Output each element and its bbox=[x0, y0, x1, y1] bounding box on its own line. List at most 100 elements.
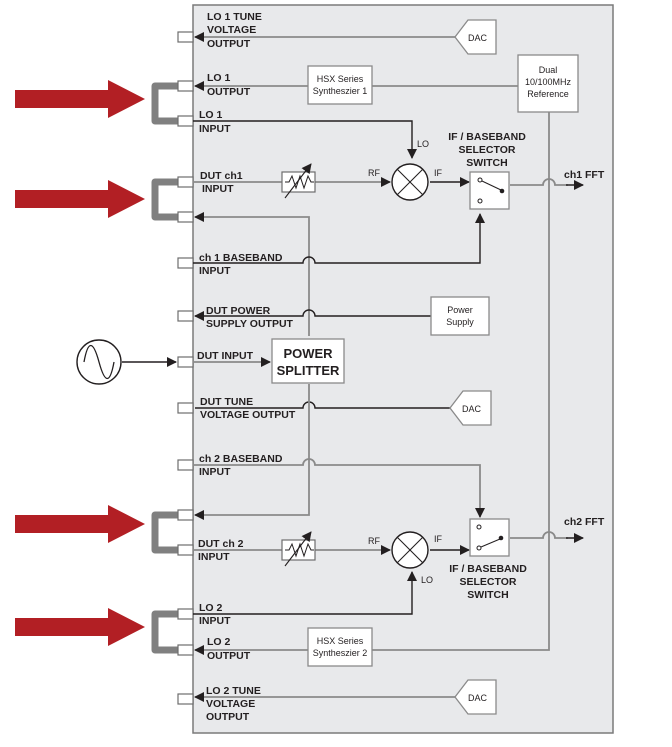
mixer2-if-label: IF bbox=[434, 534, 443, 544]
red-arrow-icon bbox=[15, 180, 145, 218]
svg-text:OUTPUT: OUTPUT bbox=[207, 650, 251, 662]
switch1-label: IF / BASEBAND SELECTOR SWITCH bbox=[448, 131, 526, 169]
loopback-cable-ch2[interactable] bbox=[151, 511, 178, 554]
port-lo2-input[interactable] bbox=[177, 608, 194, 620]
port-dut-input[interactable] bbox=[177, 356, 194, 368]
svg-text:LO 1: LO 1 bbox=[207, 72, 230, 84]
svg-text:INPUT: INPUT bbox=[199, 265, 231, 277]
synth1-line2: Syntheszier 1 bbox=[313, 86, 368, 96]
port-lo1-input[interactable] bbox=[177, 115, 194, 127]
svg-text:VOLTAGE OUTPUT: VOLTAGE OUTPUT bbox=[200, 409, 296, 421]
port-splitter-out2[interactable] bbox=[177, 509, 194, 521]
wires bbox=[122, 32, 584, 702]
callout-arrows bbox=[15, 80, 145, 646]
splitter-line1: POWER bbox=[283, 346, 333, 361]
red-arrow-icon bbox=[15, 608, 145, 646]
reference-block: Dual 10/100MHz Reference bbox=[517, 54, 579, 113]
svg-text:IF / BASEBAND: IF / BASEBAND bbox=[448, 131, 526, 143]
power-supply-line1: Power bbox=[447, 305, 473, 315]
reference-line2: 10/100MHz bbox=[525, 77, 572, 87]
red-arrow-icon bbox=[15, 80, 145, 118]
svg-text:INPUT: INPUT bbox=[202, 183, 234, 195]
mixer1-lo-label: LO bbox=[417, 139, 429, 149]
ch1-fft-output: ch1 FFT bbox=[564, 169, 605, 181]
svg-text:LO 2: LO 2 bbox=[199, 602, 222, 614]
port-splitter-out1[interactable] bbox=[177, 211, 194, 223]
switch2-label: IF / BASEBAND SELECTOR SWITCH bbox=[449, 563, 527, 601]
ports bbox=[177, 31, 194, 705]
spdt-switch-icon[interactable] bbox=[469, 171, 510, 210]
synthesizer-1: HSX Series Syntheszier 1 bbox=[307, 65, 373, 105]
loopback-cable-ch1[interactable] bbox=[151, 178, 178, 221]
synthesizer-2: HSX Series Syntheszier 2 bbox=[307, 627, 373, 667]
svg-text:DUT ch1: DUT ch1 bbox=[200, 170, 243, 182]
dac-lo1: DAC bbox=[454, 19, 497, 55]
reference-line3: Reference bbox=[527, 89, 569, 99]
synth1-line1: HSX Series bbox=[317, 74, 364, 84]
spdt-switch-icon[interactable] bbox=[469, 518, 510, 557]
svg-text:LO 2: LO 2 bbox=[207, 636, 230, 648]
svg-text:SELECTOR: SELECTOR bbox=[459, 144, 516, 156]
dac-label: DAC bbox=[462, 404, 482, 414]
power-supply-line2: Supply bbox=[446, 317, 474, 327]
mixer-icon bbox=[391, 531, 429, 569]
reference-line1: Dual bbox=[539, 65, 558, 75]
port-dut-ch2-input[interactable] bbox=[177, 544, 194, 556]
ch2-fft-output: ch2 FFT bbox=[564, 516, 605, 528]
svg-text:DUT TUNE: DUT TUNE bbox=[200, 396, 253, 408]
red-arrow-icon bbox=[15, 505, 145, 543]
variable-attenuator-icon bbox=[281, 163, 316, 199]
port-dut-tune[interactable] bbox=[177, 402, 194, 414]
svg-text:OUTPUT: OUTPUT bbox=[207, 86, 251, 98]
svg-text:ch 2 BASEBAND: ch 2 BASEBAND bbox=[199, 453, 283, 465]
port-labels: LO 1 TUNE VOLTAGE OUTPUT LO 1 OUTPUT LO … bbox=[197, 11, 296, 723]
svg-text:INPUT: INPUT bbox=[198, 551, 230, 563]
svg-text:INPUT: INPUT bbox=[199, 615, 231, 627]
synth2-line1: HSX Series bbox=[317, 636, 364, 646]
port-dut-ch1-input[interactable] bbox=[177, 176, 194, 188]
variable-attenuator-icon bbox=[281, 531, 316, 567]
sine-wave-source-icon bbox=[76, 339, 122, 385]
port-ch1-baseband[interactable] bbox=[177, 257, 194, 269]
dac-label: DAC bbox=[468, 693, 488, 703]
loopback-cable-lo1[interactable] bbox=[151, 82, 178, 125]
port-lo2-tune[interactable] bbox=[177, 693, 194, 705]
mixer1-if-label: IF bbox=[434, 168, 443, 178]
dac-label: DAC bbox=[468, 33, 488, 43]
instrument-panel bbox=[192, 4, 614, 734]
mixer2-rf-label: RF bbox=[368, 536, 380, 546]
svg-text:LO 1: LO 1 bbox=[199, 109, 222, 121]
splitter-line2: SPLITTER bbox=[277, 363, 340, 378]
port-dut-power[interactable] bbox=[177, 310, 194, 322]
svg-text:SWITCH: SWITCH bbox=[466, 157, 507, 169]
port-lo2-output[interactable] bbox=[177, 644, 194, 656]
mixer1-rf-label: RF bbox=[368, 168, 380, 178]
dac-dut: DAC bbox=[449, 390, 492, 426]
svg-text:SWITCH: SWITCH bbox=[467, 589, 508, 601]
power-splitter-block: POWER SPLITTER bbox=[271, 338, 345, 384]
svg-text:ch 1 BASEBAND: ch 1 BASEBAND bbox=[199, 252, 283, 264]
svg-text:OUTPUT: OUTPUT bbox=[206, 711, 250, 723]
svg-text:SELECTOR: SELECTOR bbox=[460, 576, 517, 588]
svg-text:LO 2 TUNE: LO 2 TUNE bbox=[206, 685, 261, 697]
port-lo1-tune[interactable] bbox=[177, 31, 194, 43]
port-ch2-baseband[interactable] bbox=[177, 459, 194, 471]
svg-text:LO 1 TUNE: LO 1 TUNE bbox=[207, 11, 262, 23]
svg-text:DUT ch 2: DUT ch 2 bbox=[198, 538, 244, 550]
svg-text:IF / BASEBAND: IF / BASEBAND bbox=[449, 563, 527, 575]
svg-text:INPUT: INPUT bbox=[199, 123, 231, 135]
port-lo1-output[interactable] bbox=[177, 80, 194, 92]
power-supply-block: Power Supply bbox=[430, 296, 490, 336]
loopback-cable-lo2[interactable] bbox=[151, 610, 178, 654]
svg-text:VOLTAGE: VOLTAGE bbox=[207, 24, 256, 36]
svg-text:DUT INPUT: DUT INPUT bbox=[197, 350, 254, 362]
svg-text:OUTPUT: OUTPUT bbox=[207, 38, 251, 50]
mixer-icon bbox=[391, 163, 429, 201]
svg-text:VOLTAGE: VOLTAGE bbox=[206, 698, 255, 710]
dac-lo2: DAC bbox=[454, 679, 497, 715]
svg-text:DUT POWER: DUT POWER bbox=[206, 305, 271, 317]
svg-text:INPUT: INPUT bbox=[199, 466, 231, 478]
synth2-line2: Syntheszier 2 bbox=[313, 648, 368, 658]
mixer2-lo-label: LO bbox=[421, 575, 433, 585]
